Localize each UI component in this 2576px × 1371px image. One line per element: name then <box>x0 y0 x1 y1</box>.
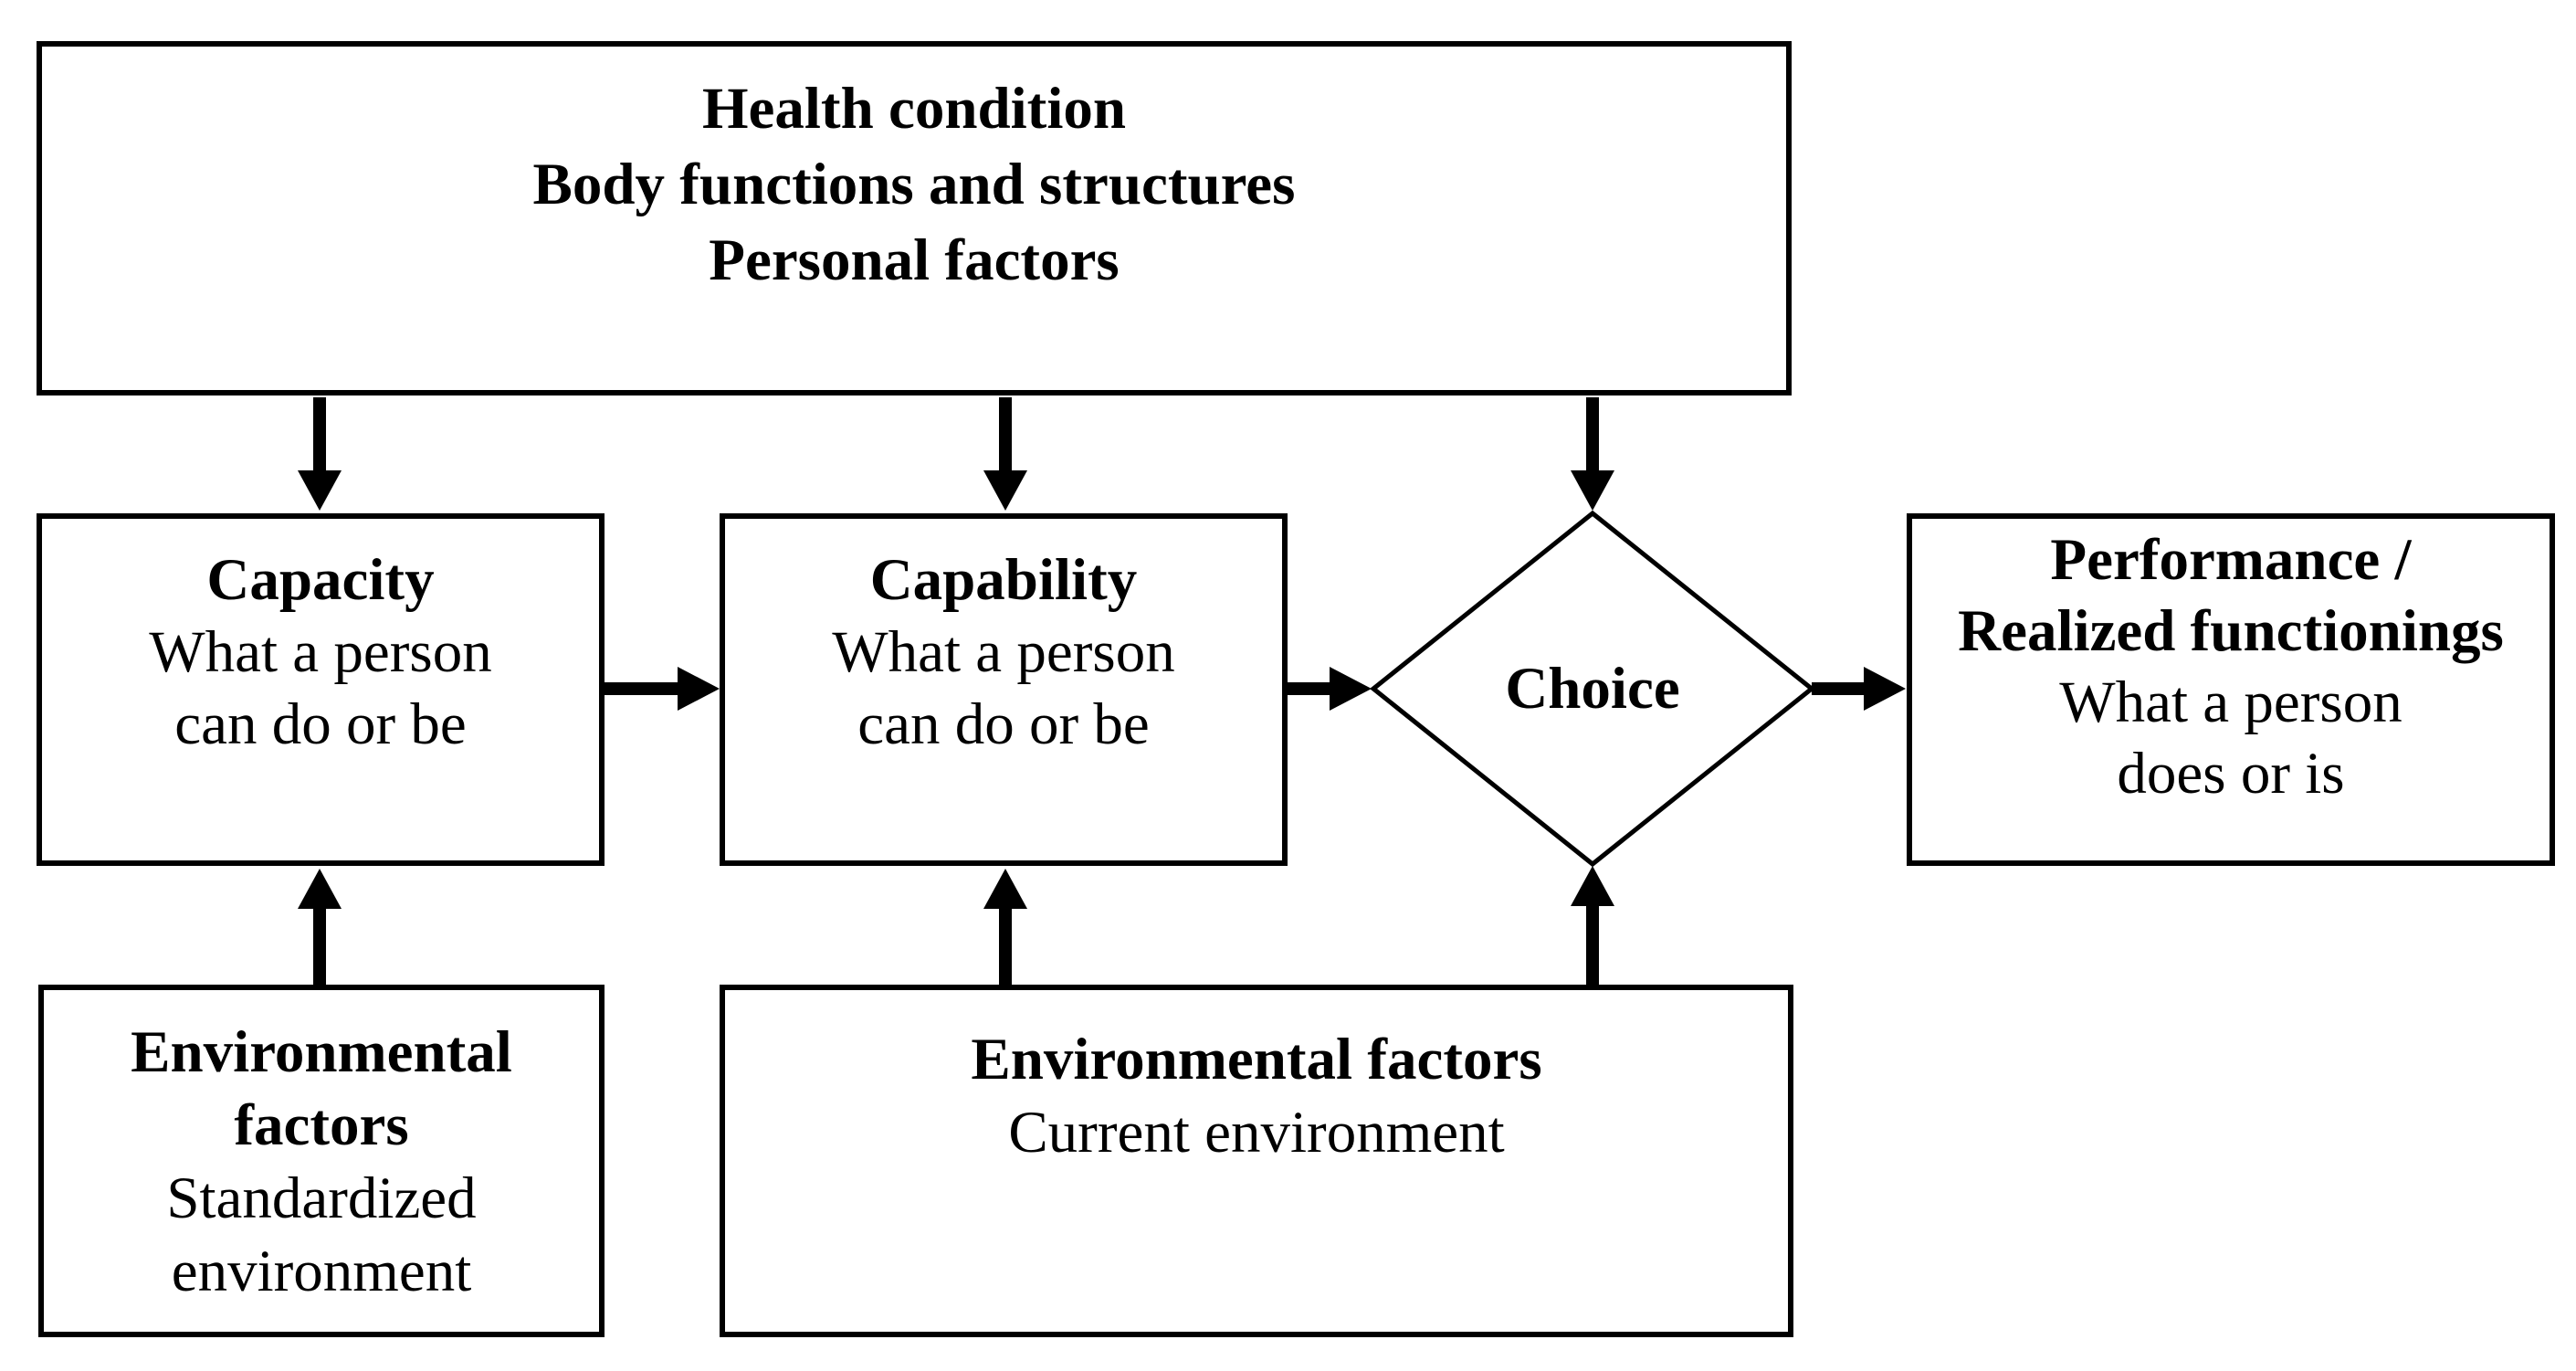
performance-desc-line-1: What a person <box>2059 670 2403 735</box>
env-standardized-title-line-2: factors <box>234 1092 409 1158</box>
box-capacity: Capacity What a person can do or be <box>37 513 605 866</box>
choice-diamond-label: Choice <box>1505 656 1680 722</box>
arrow-capacity-to-capability <box>605 667 720 711</box>
env-standardized-desc-line-2: environment <box>171 1239 472 1304</box>
arrow-env-standardized-to-capacity <box>298 869 342 985</box>
arrow-health-to-capability <box>983 397 1027 511</box>
capability-desc-line-2: can do or be <box>857 691 1150 757</box>
health-condition-line-1: Health condition <box>701 76 1127 142</box>
box-environmental-factors-current: Environmental factors Current environmen… <box>720 985 1793 1337</box>
health-condition-line-3: Personal factors <box>709 227 1120 293</box>
capability-desc-line-1: What a person <box>832 619 1175 685</box>
capacity-desc-line-2: can do or be <box>174 691 467 757</box>
env-current-desc: Current environment <box>1008 1100 1505 1165</box>
capability-title: Capability <box>869 547 1138 613</box>
box-environmental-factors-standardized: Environmental factors Standardized envir… <box>38 985 605 1337</box>
arrow-capability-to-choice <box>1286 667 1372 711</box>
capacity-desc-line-1: What a person <box>149 619 492 685</box>
env-standardized-title-line-1: Environmental <box>131 1019 512 1085</box>
arrow-choice-to-performance <box>1812 667 1906 711</box>
arrow-env-current-to-capability <box>983 869 1027 985</box>
health-condition-line-2: Body functions and structures <box>532 152 1296 217</box>
choice-diamond-shape <box>1369 510 1816 868</box>
performance-desc-line-2: does or is <box>2117 741 2345 807</box>
performance-title-line-2: Realized functionings <box>1958 598 2504 664</box>
arrow-env-current-to-choice <box>1571 866 1614 985</box>
box-health-condition: Health condition Body functions and stru… <box>37 41 1792 395</box>
arrow-health-to-choice <box>1571 397 1614 511</box>
performance-title-line-1: Performance / <box>2050 527 2412 593</box>
capacity-title: Capacity <box>206 547 435 613</box>
box-capability: Capability What a person can do or be <box>720 513 1288 866</box>
box-performance: Performance / Realized functionings What… <box>1907 513 2555 866</box>
env-current-title: Environmental factors <box>971 1027 1542 1092</box>
env-standardized-desc-line-1: Standardized <box>166 1165 477 1231</box>
arrow-health-to-capacity <box>298 397 342 511</box>
